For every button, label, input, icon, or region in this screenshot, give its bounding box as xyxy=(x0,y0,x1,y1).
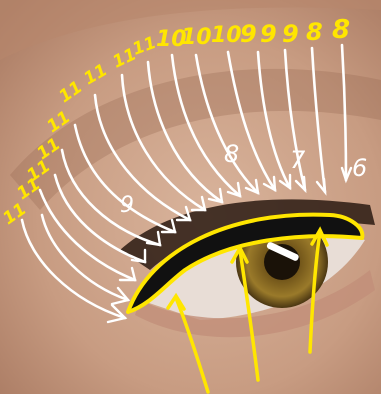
yellow-label: 9 xyxy=(260,20,277,48)
yellow-label: 9 xyxy=(282,20,299,48)
white-label: 8 xyxy=(224,140,239,168)
yellow-label: 10 xyxy=(211,23,242,48)
yellow-label: 8 xyxy=(332,15,350,45)
yellow-label: 9 xyxy=(240,20,257,48)
white-label: 9 xyxy=(120,193,134,218)
yellow-label: 10 xyxy=(181,25,212,50)
yellow-label: 8 xyxy=(306,18,323,46)
white-label: 6 xyxy=(352,154,367,182)
white-label: 7 xyxy=(290,146,306,174)
